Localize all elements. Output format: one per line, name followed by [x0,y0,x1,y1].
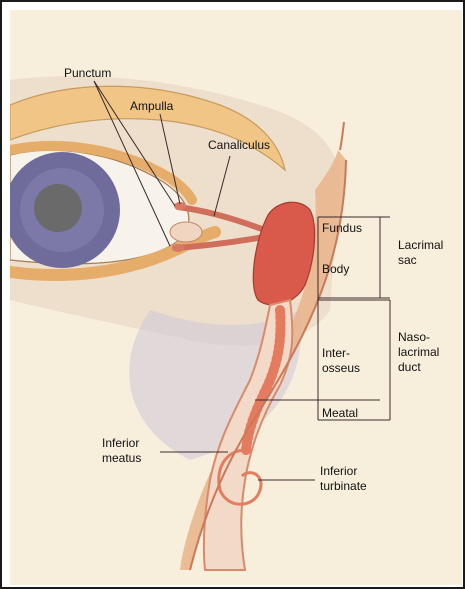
label-nasolacrimal-line2: lacrimal [398,345,439,359]
label-meatal: Meatal [322,406,358,420]
label-nasolacrimal-line3: duct [398,360,421,374]
label-lacrimal-sac-line2: sac [398,253,417,267]
label-ampulla: Ampulla [130,99,173,113]
caruncle [170,222,202,242]
label-inferior-turbinate-line2: turbinate [320,479,367,493]
lacrimal-illustration [10,10,462,585]
label-lacrimal-sac-line1: Lacrimal [398,238,443,252]
illustration-plate: Punctum Ampulla Canaliculus Fundus Body … [10,10,462,585]
label-fundus: Fundus [322,221,362,235]
label-interosseus-line2: osseus [322,361,360,375]
label-inferior-meatus-line2: meatus [102,451,141,465]
label-canaliculus: Canaliculus [208,138,270,152]
label-inferior-meatus-line1: Inferior [102,436,139,450]
label-inferior-turbinate-line1: Inferior [320,464,357,478]
lower-ampulla [172,244,184,252]
label-nasolacrimal-line1: Naso- [398,330,430,344]
label-interosseus-line1: Inter- [322,346,350,360]
label-body: Body [322,262,349,276]
pupil [34,184,82,232]
label-punctum: Punctum [64,66,111,80]
